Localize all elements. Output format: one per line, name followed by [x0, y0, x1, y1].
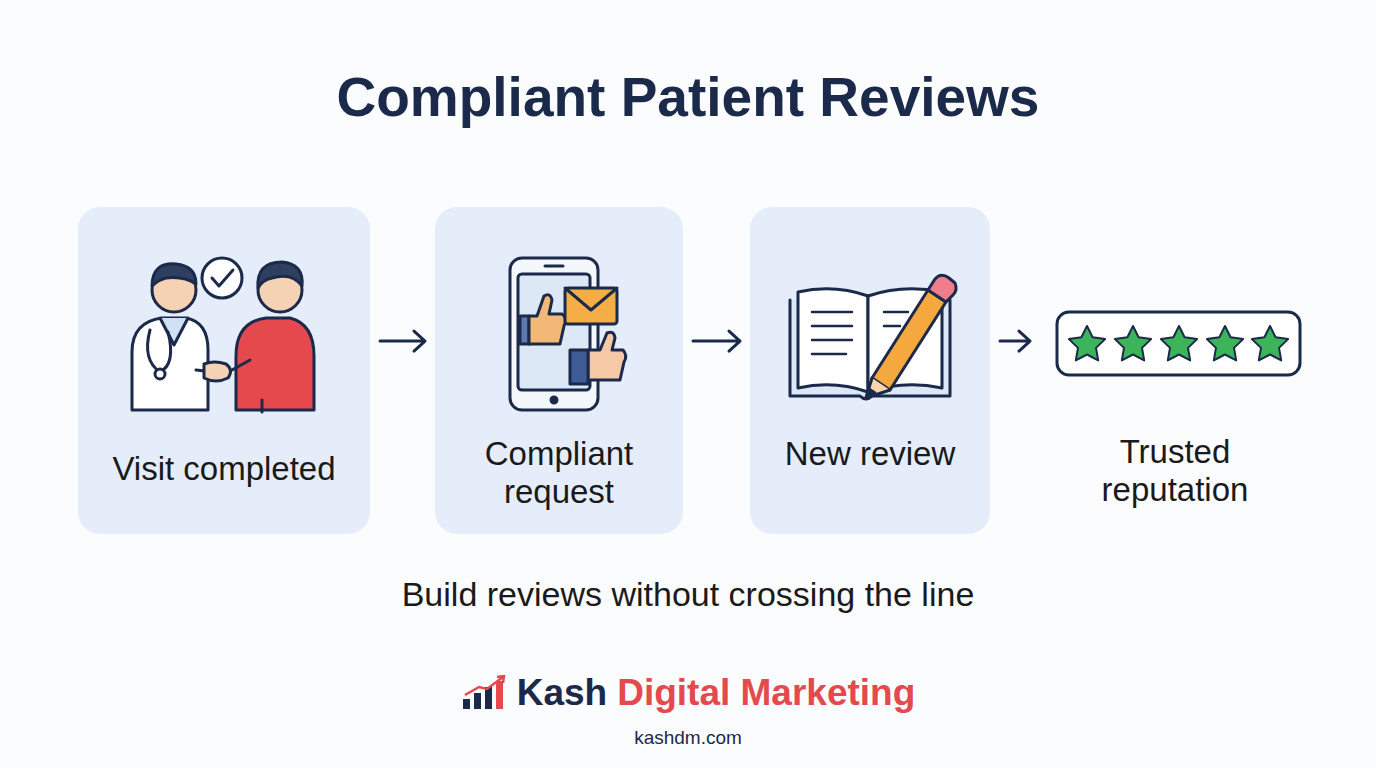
book-pencil-icon [790, 275, 956, 399]
phone-icon [510, 258, 626, 410]
flow-arrow [693, 331, 740, 351]
step-node: Trusted reputation [1040, 207, 1310, 534]
bar-chart-logo [461, 675, 507, 711]
brand-name: Kash [517, 672, 607, 714]
handshake-icon [132, 258, 314, 412]
arrow-line [380, 331, 425, 351]
step-label: New review [750, 435, 990, 473]
arrow-line [1000, 331, 1030, 351]
step-label: Visit completed [78, 450, 370, 488]
brand-logo: KashDigital Marketing [0, 668, 1376, 718]
arrow-line [693, 331, 740, 351]
star-rating [1057, 312, 1300, 375]
step-box: Visit completed [78, 207, 370, 534]
brand-name: Digital Marketing [617, 672, 915, 714]
flow-arrow [1000, 331, 1030, 351]
flow-arrow [380, 331, 425, 351]
diagram-title: Compliant Patient Reviews [0, 62, 1376, 132]
diagram-caption: Build reviews without crossing the line [0, 574, 1376, 614]
step-box: New review [750, 207, 990, 534]
website-url: kashdm.com [0, 727, 1376, 749]
step-label: Trusted reputation [1040, 433, 1310, 509]
step-box: Compliant request [435, 207, 683, 534]
step-label: Compliant request [435, 435, 683, 511]
